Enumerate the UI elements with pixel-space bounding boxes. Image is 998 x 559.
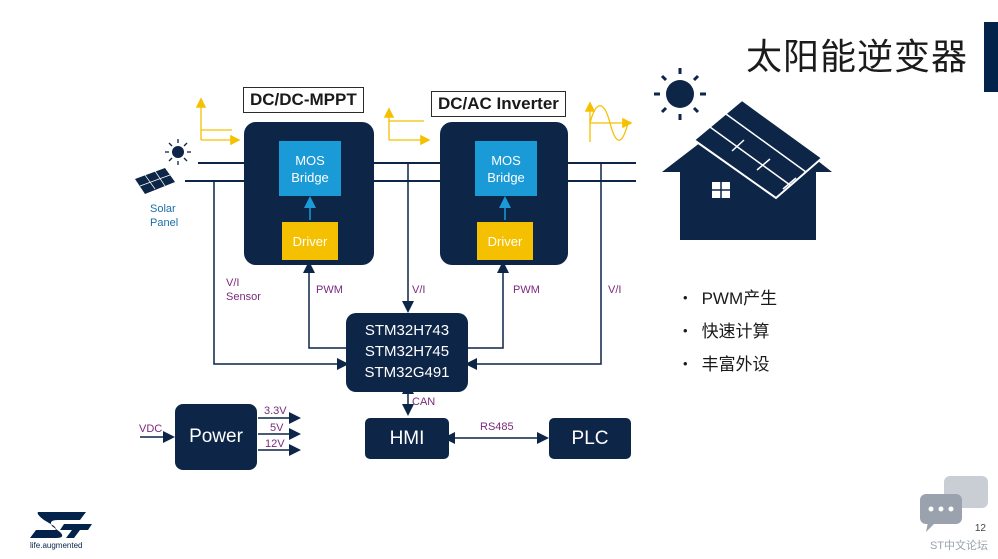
mos-right-line2: Bridge	[487, 170, 525, 185]
forum-label: ST中文论坛	[929, 540, 988, 552]
power-block	[175, 404, 257, 470]
mos-bridge-left	[279, 141, 341, 196]
forum-chat-icon	[920, 476, 988, 532]
mcu-line1: STM32H743	[364, 322, 450, 339]
vdc-label: VDC	[139, 423, 163, 435]
waveform-graphs	[195, 97, 633, 146]
solar-label-1: Solar	[150, 203, 176, 215]
mcu-line3: STM32G491	[364, 364, 450, 381]
signal-lines	[140, 163, 602, 456]
v12-label: 12V	[265, 438, 285, 450]
v5-label: 5V	[270, 422, 284, 434]
mos-bridge-left-text: MOS Bridge	[279, 152, 341, 186]
vi-sensor-2: Sensor	[226, 291, 261, 303]
solar-panel-label: Solar Panel	[150, 202, 178, 230]
title-accent-bar	[984, 22, 998, 92]
mos-left-line2: Bridge	[291, 170, 329, 185]
vi-sensor-label: V/I Sensor	[226, 276, 261, 304]
pwm-left-label: PWM	[316, 284, 343, 296]
plc-label: PLC	[571, 428, 609, 449]
mos-left-line1: MOS	[295, 153, 325, 168]
page-number: 12	[974, 523, 986, 534]
plc-block	[549, 418, 631, 459]
dcac-header: DC/AC Inverter	[431, 91, 566, 117]
rs485-label: RS485	[480, 421, 514, 433]
vi-right-label: V/I	[608, 284, 622, 296]
mos-right-line1: MOS	[491, 153, 521, 168]
solar-panel-icon	[135, 139, 191, 194]
power-label: Power	[189, 426, 243, 447]
st-logo	[30, 512, 92, 538]
solar-label-2: Panel	[150, 217, 179, 229]
bullet-3: 丰富外设	[683, 350, 770, 375]
driver-right	[477, 222, 533, 260]
hmi-block	[365, 418, 449, 459]
mcu-block	[346, 313, 468, 392]
house-icon	[662, 98, 832, 240]
slide-title: 太阳能逆变器	[745, 36, 968, 77]
vi-mid-label: V/I	[412, 284, 426, 296]
mos-bridge-right-text: MOS Bridge	[475, 152, 537, 186]
dcdc-header: DC/DC-MPPT	[243, 87, 364, 113]
v33-label: 3.3V	[264, 405, 287, 417]
vi-sensor-1: V/I	[226, 277, 240, 289]
sun-icon	[654, 68, 706, 120]
driver-left-label: Driver	[292, 234, 328, 249]
hmi-label: HMI	[389, 428, 425, 449]
mos-bridge-right	[475, 141, 537, 196]
tagline: life.augmented	[30, 541, 83, 550]
pwm-right-label: PWM	[513, 284, 540, 296]
bullet-2: 快速计算	[683, 317, 770, 342]
can-label: CAN	[412, 396, 436, 408]
mcu-text: STM32H743 STM32H745 STM32G491	[346, 320, 468, 383]
driver-right-label: Driver	[487, 234, 523, 249]
bullet-1: PWM产生	[683, 284, 778, 309]
mcu-line2: STM32H745	[364, 343, 450, 360]
driver-left	[282, 222, 338, 260]
